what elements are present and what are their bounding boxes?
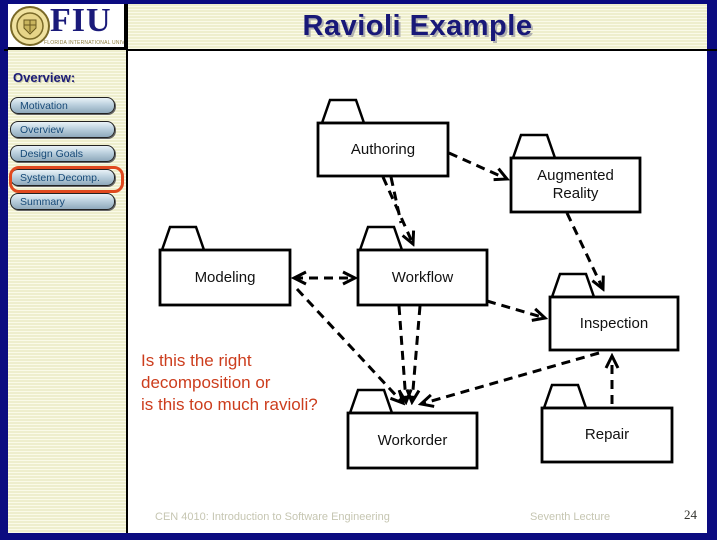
- arrow-modeling-workorder: [295, 287, 403, 403]
- package-repair: Repair: [584, 426, 630, 443]
- annotation-question: Is this the right decomposition or is th…: [141, 350, 318, 416]
- arrow-workflow-workorder-2: [412, 305, 422, 402]
- frame-right-edge: [717, 0, 720, 540]
- page-title: Ravioli Example: [302, 10, 533, 42]
- sidebar-item-overview[interactable]: Overview: [10, 121, 115, 138]
- sidebar-divider: [126, 4, 128, 533]
- fiu-logo: FIU FLORIDA INTERNATIONAL UNIVERSITY: [8, 2, 126, 49]
- header: Ravioli Example: [128, 4, 707, 49]
- frame-top: [0, 0, 720, 4]
- package-inspection: Inspection: [579, 314, 649, 332]
- footer-course: CEN 4010: Introduction to Software Engin…: [155, 511, 390, 523]
- fiu-caption: FLORIDA INTERNATIONAL UNIVERSITY: [44, 40, 124, 46]
- annotation-line-2: decomposition or: [141, 373, 271, 392]
- package-shape-workflow: [356, 225, 489, 307]
- package-workflow: Workflow: [391, 268, 454, 286]
- package-modeling: Modeling: [194, 268, 256, 286]
- sidebar-item-design-goals[interactable]: Design Goals: [10, 145, 115, 162]
- footer-page-number: 24: [684, 507, 697, 522]
- sidebar-heading: Overview:: [13, 70, 76, 85]
- sidebar-item-summary[interactable]: Summary: [10, 193, 115, 210]
- package-shape-inspection: [548, 272, 680, 352]
- package-shape-augmented-reality: [509, 133, 642, 214]
- fiu-acronym: FIU: [50, 2, 112, 39]
- frame-right: [707, 0, 717, 540]
- header-divider: [4, 49, 717, 51]
- arrow-workflow-workorder-1: [397, 305, 406, 402]
- package-shape-authoring: [316, 98, 450, 178]
- package-workorder: Workorder: [377, 431, 448, 449]
- package-augmented-reality: Augmented Reality: [537, 167, 614, 202]
- frame-left: [0, 0, 8, 540]
- package-shape-modeling: [158, 225, 292, 307]
- arrow-inspection-workorder: [421, 351, 600, 404]
- package-shape-repair: [540, 383, 674, 464]
- sidebar: Overview: Motivation Overview Design Goa…: [8, 50, 126, 533]
- sidebar-item-motivation[interactable]: Motivation: [10, 97, 115, 114]
- arrow-authoring-augmented-reality: [448, 151, 507, 179]
- package-authoring: Authoring: [350, 140, 416, 158]
- arrow-workflow-inspection: [486, 299, 545, 318]
- arrow-authoring-workflow-segment: [389, 176, 403, 224]
- annotation-line-1: Is this the right: [141, 351, 252, 370]
- package-shape-workorder: [346, 388, 479, 470]
- annotation-line-3: is this too much ravioli?: [141, 395, 318, 414]
- frame-bottom: [0, 533, 720, 540]
- fiu-seal-icon: [10, 6, 50, 46]
- footer-lecture: Seventh Lecture: [530, 511, 611, 523]
